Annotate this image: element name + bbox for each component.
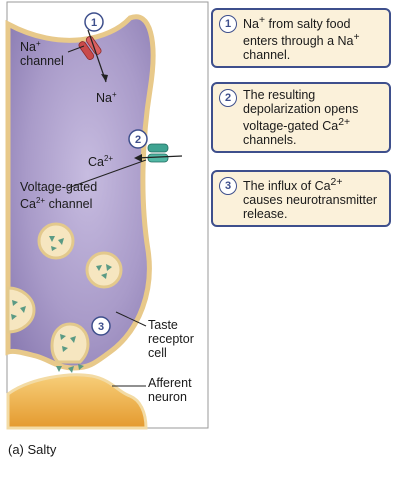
- step-marker-2: 2: [128, 129, 148, 149]
- ca-ion-label: Ca2+: [88, 154, 114, 170]
- vesicle: [6, 286, 36, 334]
- na-ion-label: Na+: [96, 90, 117, 106]
- step-marker-3: 3: [91, 316, 111, 336]
- vesicle: [37, 222, 75, 260]
- na-flow-arrow: [87, 29, 107, 83]
- step-text-3: The influx of Ca2+ causes neurotransmitt…: [243, 177, 378, 222]
- step-text-2: The resulting depolarization opens volta…: [243, 88, 359, 148]
- svg-text:2: 2: [135, 134, 141, 146]
- ca-channel-protein: [147, 143, 169, 163]
- svg-text:1: 1: [91, 17, 97, 29]
- vesicle: [85, 251, 123, 289]
- step-number-3: 3: [219, 177, 237, 195]
- na-channel-label: Na+ channel: [20, 39, 64, 69]
- ca-arrow-head: [134, 154, 142, 162]
- step-box-1: 1 Na+ from salty food enters through a N…: [211, 8, 391, 69]
- step-number-1: 1: [219, 15, 237, 33]
- taste-cell-label: Taste receptor cell: [148, 318, 194, 360]
- step-number-2: 2: [219, 89, 237, 107]
- taste-cell-leader: [115, 311, 147, 327]
- step-box-2: 2 The resulting depolarization opens vol…: [211, 82, 391, 154]
- voltage-gated-leader: [67, 159, 147, 189]
- released-neurotransmitter: [56, 364, 84, 373]
- fusing-vesicle: [50, 322, 90, 364]
- ca-flow-arrow: [135, 155, 183, 159]
- step-text-1: Na+ from salty food enters through a Na+…: [243, 15, 360, 63]
- svg-text:3: 3: [98, 321, 104, 333]
- voltage-gated-label: Voltage-gated Ca2+ channel: [20, 180, 98, 212]
- step-box-3: 3 The influx of Ca2+ causes neurotransmi…: [211, 170, 391, 228]
- afferent-neuron: [6, 373, 148, 430]
- step-marker-1: 1: [84, 12, 104, 32]
- na-arrow-head: [101, 74, 108, 82]
- figure-caption: (a) Salty: [8, 442, 57, 457]
- na-channel-leader: [67, 45, 85, 53]
- afferent-neuron-label: Afferent neuron: [148, 376, 192, 404]
